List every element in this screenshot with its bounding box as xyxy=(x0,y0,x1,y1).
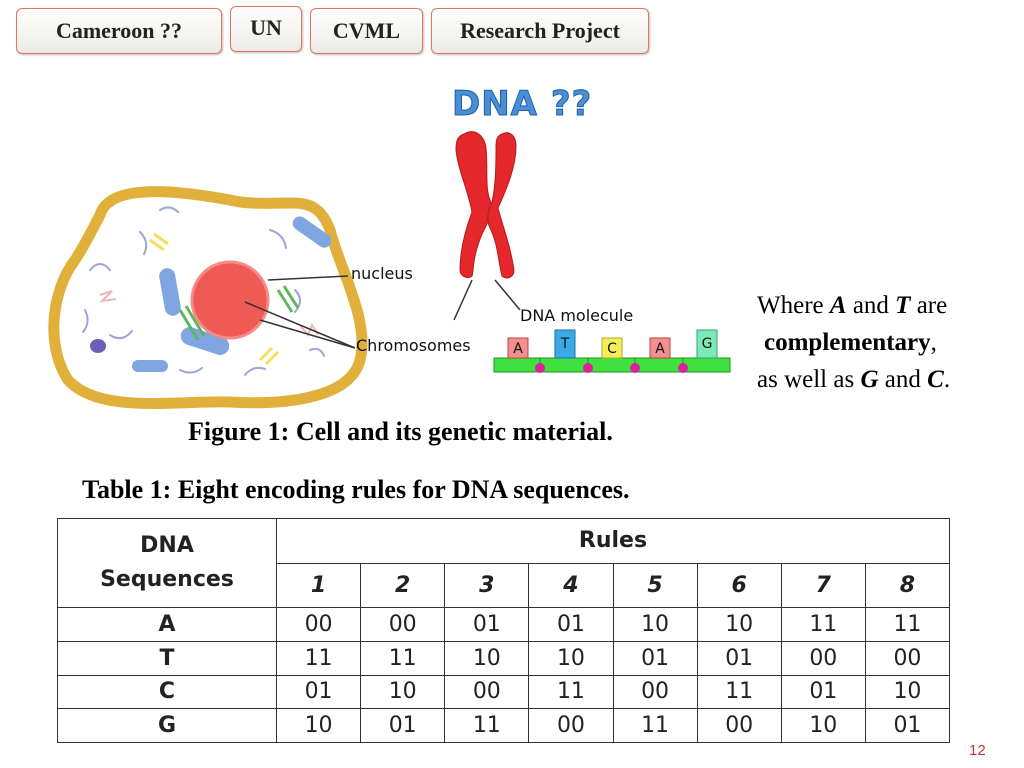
base-cell: A xyxy=(57,607,277,642)
code-cell: 00 xyxy=(528,708,614,743)
cell-figure: A T C A G nucleus Chromosomes DNA molecu… xyxy=(48,131,731,410)
base-cell: G xyxy=(57,708,277,743)
code-cell: 11 xyxy=(528,674,614,710)
table-row: G 10 01 11 00 11 00 10 01 xyxy=(57,708,951,743)
page-number: 12 xyxy=(969,742,986,759)
header-rules: Rules xyxy=(276,518,950,564)
chromosome-illustration xyxy=(455,131,517,279)
base-cell: T xyxy=(57,640,277,676)
code-cell: 10 xyxy=(864,674,951,710)
strand-base-5: G xyxy=(702,336,713,352)
label-chromosomes: Chromosomes xyxy=(356,336,471,355)
tab-cameroon[interactable]: Cameroon ?? xyxy=(16,8,222,54)
rule-number: 2 xyxy=(360,562,446,609)
code-cell: 01 xyxy=(864,708,951,743)
code-cell: 00 xyxy=(696,708,782,743)
label-nucleus: nucleus xyxy=(351,264,413,283)
code-cell: 00 xyxy=(612,674,698,710)
complementary-note: Where A and T are complementary, as well… xyxy=(757,292,951,393)
code-cell: 11 xyxy=(360,640,446,676)
rule-number: 5 xyxy=(612,562,698,609)
rule-number: 3 xyxy=(444,562,530,609)
code-cell: 01 xyxy=(780,674,866,710)
code-cell: 00 xyxy=(444,674,530,710)
strand-base-4: A xyxy=(655,341,665,357)
header-dna-sequences: DNA Sequences xyxy=(57,517,277,609)
code-cell: 11 xyxy=(444,708,530,743)
code-cell: 11 xyxy=(275,640,362,676)
table-row: T 11 11 10 10 01 01 00 00 xyxy=(57,640,951,676)
code-cell: 01 xyxy=(696,640,782,676)
code-cell: 10 xyxy=(275,708,362,743)
strand-base-2: T xyxy=(560,336,570,352)
rule-number: 1 xyxy=(275,562,362,609)
code-cell: 01 xyxy=(275,674,362,710)
code-cell: 10 xyxy=(360,674,446,710)
code-cell: 00 xyxy=(275,607,362,642)
code-cell: 00 xyxy=(864,640,951,676)
slide-title: DNA ?? xyxy=(451,84,593,125)
code-cell: 10 xyxy=(696,607,782,642)
strand-base-3: C xyxy=(607,341,617,357)
tab-cvml[interactable]: CVML xyxy=(310,8,423,54)
code-cell: 11 xyxy=(780,607,866,642)
cell-illustration xyxy=(48,186,368,410)
rule-number: 7 xyxy=(780,562,866,609)
code-cell: 10 xyxy=(444,640,530,676)
code-cell: 01 xyxy=(612,640,698,676)
base-cell: C xyxy=(57,674,277,710)
rule-number: 4 xyxy=(528,562,614,609)
code-cell: 00 xyxy=(360,607,446,642)
code-cell: 11 xyxy=(864,607,951,642)
tab-research-project[interactable]: Research Project xyxy=(431,8,649,54)
rule-number: 6 xyxy=(696,562,782,609)
code-cell: 10 xyxy=(612,607,698,642)
strand-base-1: A xyxy=(513,341,523,357)
code-cell: 01 xyxy=(444,607,530,642)
encoding-rules-table: DNA Sequences Rules 1 2 3 4 5 6 7 8 A 00… xyxy=(57,517,951,743)
label-dna-molecule: DNA molecule xyxy=(520,306,633,325)
code-cell: 01 xyxy=(360,708,446,743)
code-cell: 10 xyxy=(780,708,866,743)
dna-strand-illustration: A T C A G xyxy=(493,329,731,373)
code-cell: 00 xyxy=(780,640,866,676)
table-caption: Table 1: Eight encoding rules for DNA se… xyxy=(82,475,630,504)
table-row: A 00 00 01 01 10 10 11 11 xyxy=(57,607,951,642)
rule-number: 8 xyxy=(864,562,951,609)
code-cell: 01 xyxy=(528,607,614,642)
figure-caption: Figure 1: Cell and its genetic material. xyxy=(188,417,613,446)
code-cell: 11 xyxy=(696,674,782,710)
tab-un[interactable]: UN xyxy=(230,6,302,52)
code-cell: 10 xyxy=(528,640,614,676)
rule-number-row: 1 2 3 4 5 6 7 8 xyxy=(58,562,951,609)
table-row: C 01 10 00 11 00 11 01 10 xyxy=(57,674,951,710)
code-cell: 11 xyxy=(612,708,698,743)
